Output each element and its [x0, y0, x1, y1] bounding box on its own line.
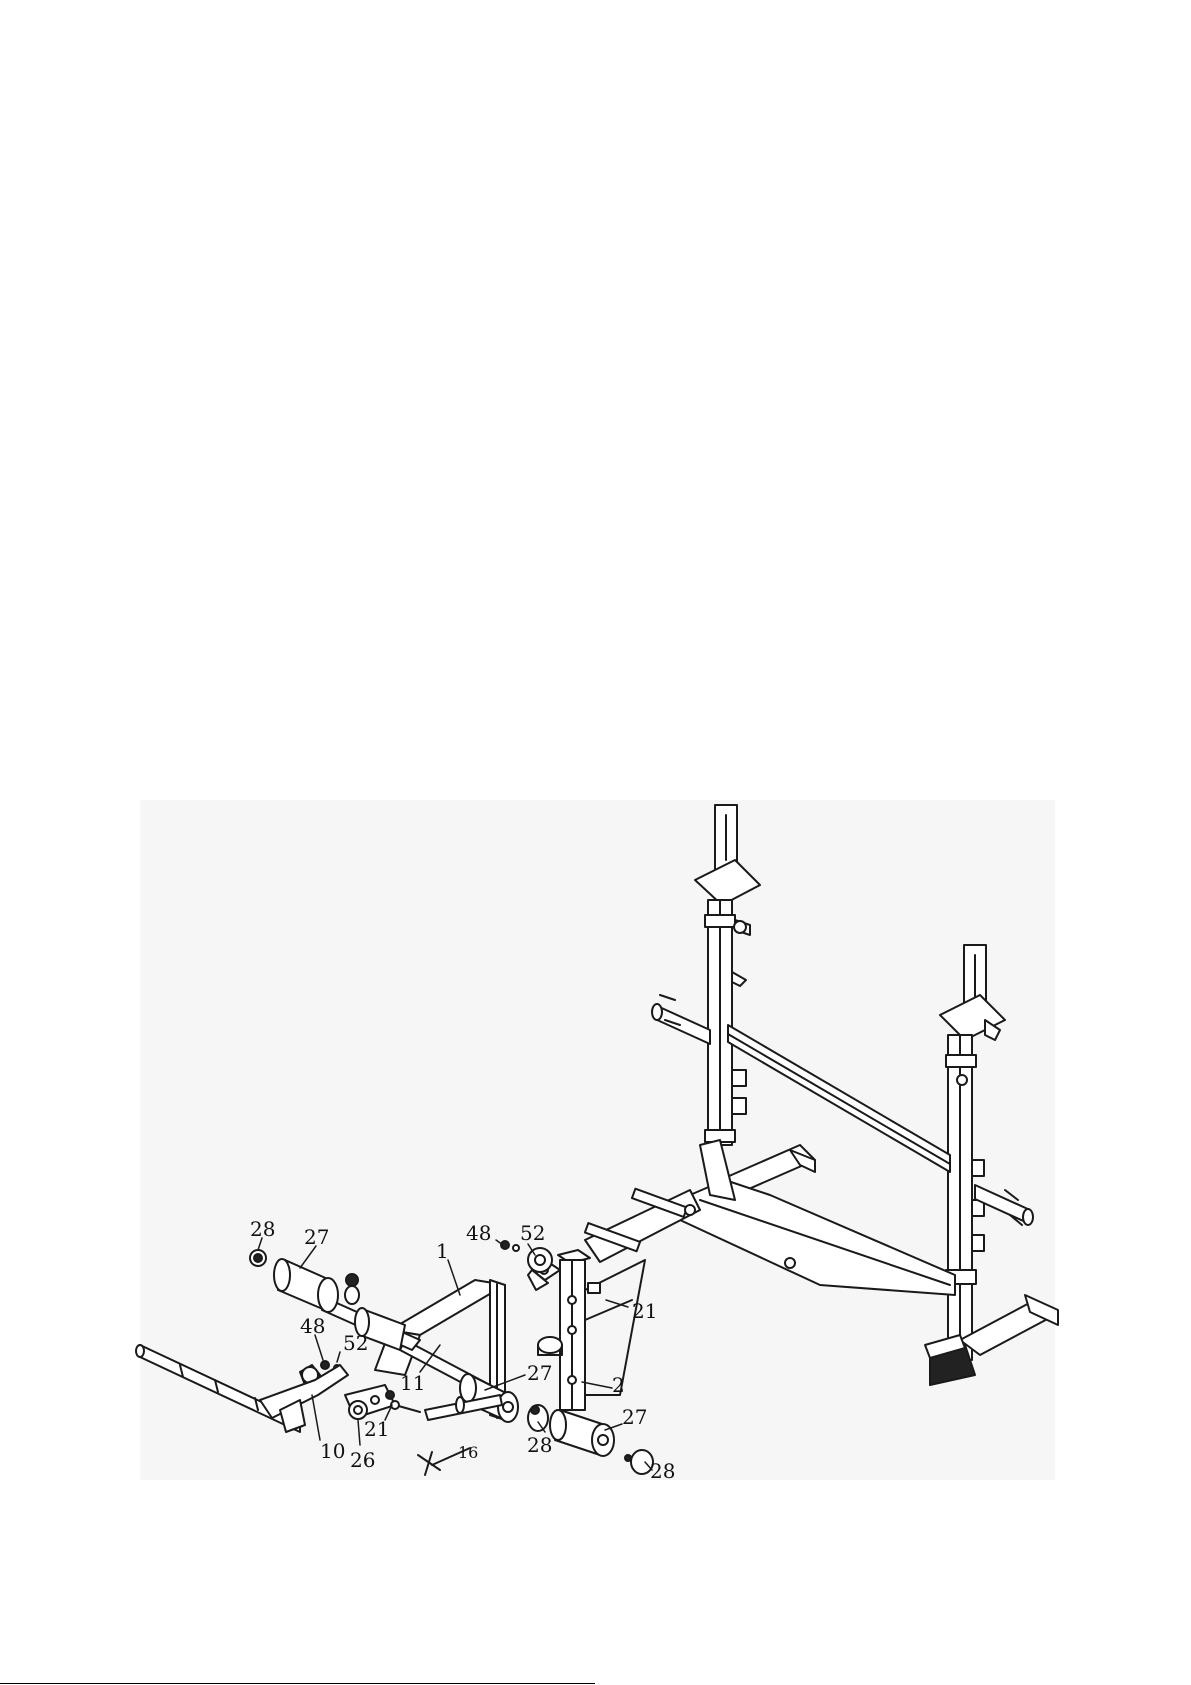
label-28-middle: 28	[527, 1433, 552, 1457]
label-48-top: 48	[466, 1221, 491, 1245]
left-upright	[695, 805, 760, 1145]
label-21-right: 21	[632, 1299, 657, 1323]
label-2: 2	[612, 1373, 625, 1397]
label-1: 1	[436, 1239, 449, 1263]
label-28-lower: 28	[650, 1459, 675, 1483]
label-10: 10	[320, 1439, 345, 1463]
label-52-left: 52	[343, 1331, 368, 1355]
right-upright	[940, 945, 1005, 1360]
label-27-lower: 27	[622, 1405, 647, 1429]
bench-post	[528, 1250, 645, 1410]
label-52-top: 52	[520, 1221, 545, 1245]
footer-rule	[0, 1683, 595, 1684]
label-16: 16	[458, 1443, 478, 1462]
upper-crossbar	[728, 1025, 950, 1172]
base-frame	[585, 1140, 1058, 1385]
label-11: 11	[400, 1371, 425, 1395]
handle-bar	[136, 1345, 502, 1432]
label-27-middle: 27	[527, 1361, 552, 1385]
label-26: 26	[350, 1448, 375, 1472]
label-27-top-left: 27	[304, 1225, 329, 1249]
label-28-top-left: 28	[250, 1217, 275, 1241]
label-21-left: 21	[364, 1417, 389, 1441]
label-48-left: 48	[300, 1314, 325, 1338]
